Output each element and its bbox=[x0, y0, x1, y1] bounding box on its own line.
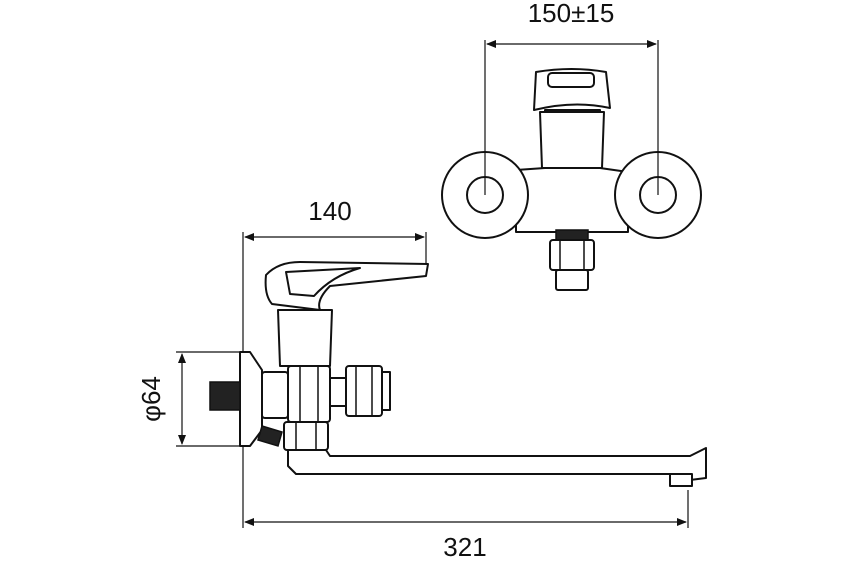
lever-insert bbox=[285, 267, 361, 297]
dimension-label-spout-length: 321 bbox=[443, 532, 486, 562]
eccentric-nut bbox=[261, 371, 289, 419]
diverter-knob bbox=[257, 425, 283, 447]
spout-aerator bbox=[669, 473, 693, 487]
dimension-label-handle-reach: 140 bbox=[308, 196, 351, 226]
dimension-label-hole-spacing: 150±15 bbox=[528, 0, 615, 28]
lower-hex-nut bbox=[283, 421, 329, 451]
body-hex bbox=[287, 365, 331, 423]
front-lever-slot bbox=[547, 72, 595, 88]
cartridge-housing bbox=[277, 309, 333, 367]
dimension-handle-reach: 140 bbox=[242, 196, 427, 352]
dimension-flange-diameter: φ64 bbox=[136, 351, 240, 447]
shower-outlet-nut bbox=[345, 365, 383, 417]
shower-outlet-neck bbox=[329, 377, 347, 407]
dimension-spout-length: 321 bbox=[242, 446, 689, 562]
front-outlet-thread bbox=[555, 229, 589, 241]
inlet-thread bbox=[209, 381, 241, 411]
side-view bbox=[209, 261, 707, 487]
spout bbox=[287, 447, 707, 487]
front-view bbox=[441, 68, 702, 291]
dimension-hole-spacing: 150±15 bbox=[484, 0, 659, 195]
shower-outlet-cap bbox=[381, 371, 391, 411]
front-outlet-tip bbox=[555, 269, 589, 291]
dimension-label-flange-diameter: φ64 bbox=[136, 376, 166, 422]
front-outlet-nut bbox=[549, 239, 595, 271]
front-cartridge bbox=[539, 111, 605, 169]
wall-flange bbox=[239, 351, 263, 447]
